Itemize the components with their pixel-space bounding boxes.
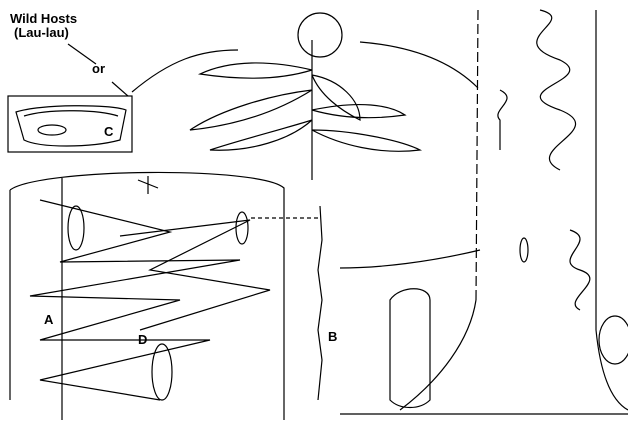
mine-tunnel-a — [29, 199, 241, 401]
dish-box — [7, 95, 133, 153]
flower-cluster — [297, 12, 343, 58]
bark-roll — [389, 288, 431, 409]
label-d: D — [138, 332, 148, 347]
leaf — [209, 119, 313, 151]
arrow-cup-to-plant — [131, 49, 239, 93]
dish-larva — [37, 124, 67, 136]
or-label: or — [92, 61, 105, 76]
label-b: B — [328, 329, 338, 344]
leaf — [189, 89, 313, 131]
arrow-to-host — [67, 43, 97, 65]
dish — [15, 105, 127, 147]
moth — [137, 176, 159, 194]
tree-base — [399, 299, 628, 411]
pupa-tree — [519, 237, 529, 263]
title-wild-hosts: Wild Hosts — [10, 11, 78, 26]
larva-b — [317, 205, 323, 401]
stump — [598, 315, 628, 365]
dish-leaf — [23, 110, 119, 117]
leaf — [311, 103, 407, 119]
arrow-tree-to-larva — [339, 249, 481, 269]
mine-zigzag — [536, 9, 577, 171]
label-a: A — [44, 312, 54, 327]
label-c: C — [104, 124, 114, 139]
pupa-cage — [235, 211, 249, 245]
leaf — [197, 62, 313, 79]
subtitle-lau-lau: (Lau-lau) — [14, 25, 69, 40]
mine-zigzag — [569, 229, 591, 311]
mine-zigzag — [497, 89, 508, 150]
cage — [9, 171, 285, 420]
cocoon — [67, 205, 85, 251]
leaf — [311, 74, 361, 121]
arrow-or-to-cup — [111, 81, 129, 97]
adult-d — [151, 343, 173, 401]
leaf — [311, 129, 423, 152]
mine-tunnel-2 — [119, 219, 271, 331]
arrow-plant-to-tree — [359, 41, 479, 89]
tree-trunk-left — [475, 9, 479, 301]
